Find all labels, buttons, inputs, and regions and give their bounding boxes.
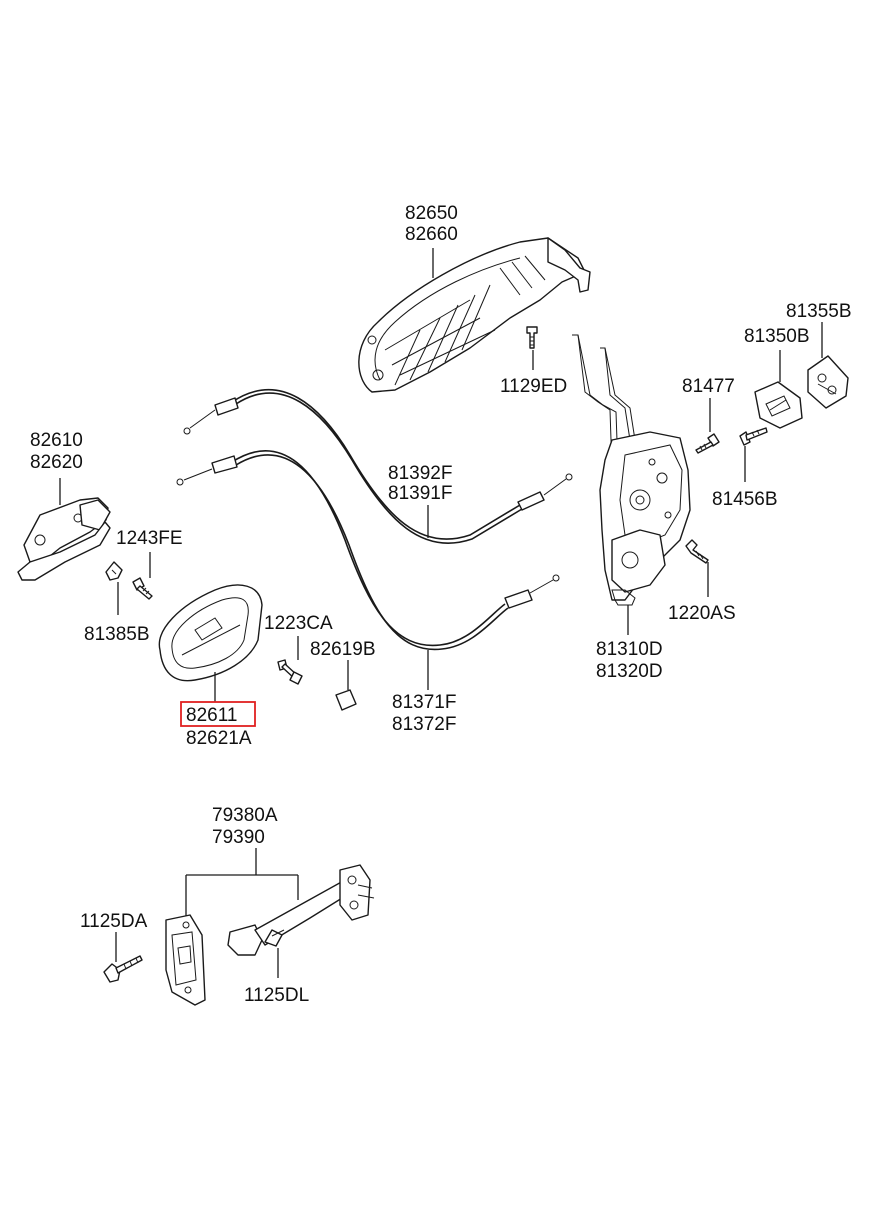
bolt-1125DL bbox=[264, 929, 285, 947]
label-1220AS: 1220AS bbox=[668, 603, 736, 624]
clip-81385B bbox=[105, 561, 123, 581]
label-1125DA: 1125DA bbox=[80, 911, 148, 932]
label-82610: 82610 bbox=[30, 430, 83, 451]
label-81350B: 81350B bbox=[744, 326, 810, 347]
label-82650: 82650 bbox=[405, 203, 458, 224]
cap-82619B bbox=[335, 689, 357, 711]
screw-1129ED bbox=[526, 326, 538, 349]
screw-81456B bbox=[739, 427, 768, 446]
cable-81371F bbox=[176, 450, 560, 651]
inside-handle-82610 bbox=[17, 497, 111, 581]
highlight-box-82611 bbox=[180, 701, 256, 727]
label-82660: 82660 bbox=[405, 224, 458, 245]
label-81310D: 81310D bbox=[596, 639, 663, 660]
bolt-1125DA bbox=[103, 955, 143, 983]
label-82620: 82620 bbox=[30, 452, 83, 473]
label-81477: 81477 bbox=[682, 376, 735, 397]
screw-1243FE bbox=[132, 577, 153, 600]
label-1129ED: 1129ED bbox=[500, 376, 567, 397]
label-82611: 82611 bbox=[186, 705, 237, 726]
cable-81391F bbox=[183, 388, 573, 544]
label-81385B: 81385B bbox=[84, 624, 150, 645]
label-81320D: 81320D bbox=[596, 661, 663, 682]
door-striker bbox=[754, 381, 803, 429]
label-81392F: 81392F bbox=[388, 463, 452, 484]
door-latch-assembly bbox=[572, 334, 691, 606]
label-1223CA: 1223CA bbox=[264, 613, 333, 634]
label-81456B: 81456B bbox=[712, 489, 778, 510]
door-checker bbox=[165, 864, 375, 1006]
screw-1223CA bbox=[277, 659, 303, 685]
label-79380A: 79380A bbox=[212, 805, 278, 826]
inside-handle-bezel-82611 bbox=[158, 584, 263, 682]
striker-shim bbox=[807, 355, 849, 409]
label-1125DL: 1125DL bbox=[244, 985, 309, 1006]
label-79390: 79390 bbox=[212, 827, 265, 848]
label-81372F: 81372F bbox=[392, 714, 456, 735]
label-81371F: 81371F bbox=[392, 692, 456, 713]
label-81355B: 81355B bbox=[786, 301, 852, 322]
label-82621A: 82621A bbox=[186, 728, 252, 749]
screw-81477 bbox=[695, 433, 720, 454]
label-81391F: 81391F bbox=[388, 483, 452, 504]
label-1243FE: 1243FE bbox=[116, 528, 183, 549]
outside-door-handle bbox=[358, 237, 591, 393]
screw-1220AS bbox=[685, 539, 709, 564]
label-82619B: 82619B bbox=[310, 639, 376, 660]
